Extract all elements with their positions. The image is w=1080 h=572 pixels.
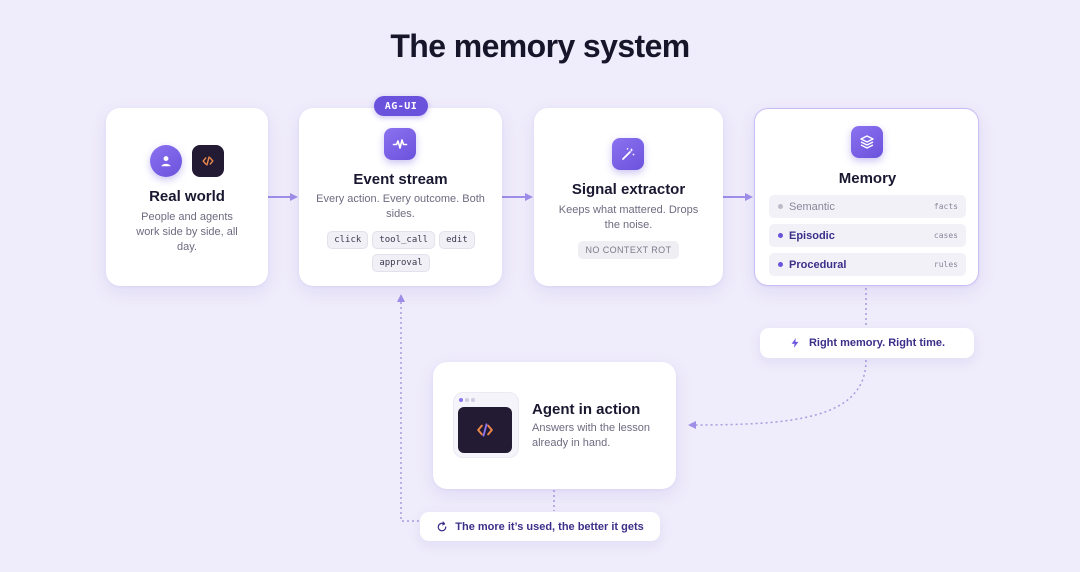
layers-icon: [851, 126, 883, 158]
event-chip: click: [327, 231, 369, 249]
event-chip: edit: [439, 231, 475, 249]
code-window-icon: [453, 392, 519, 458]
signal-extractor-title: Signal extractor: [571, 181, 686, 198]
memory-row-name: Procedural: [789, 258, 847, 271]
feedback-text: The more it’s used, the better it gets: [455, 520, 644, 533]
page-title: The memory system: [390, 28, 690, 64]
pulse-icon: [384, 128, 416, 160]
right-memory-text: Right memory. Right time.: [808, 337, 946, 349]
event-chip: approval: [372, 254, 430, 272]
memory-row-tag: cases: [933, 231, 958, 240]
memory-row-episodic: Episodic cases: [769, 224, 966, 247]
memory-row-tag: facts: [933, 202, 958, 211]
magic-wand-icon: [612, 138, 644, 170]
bullet-dot: [778, 233, 783, 238]
signal-extractor-description: Keeps what mattered. Drops the noise.: [558, 204, 699, 231]
no-context-rot-badge: NO CONTEXT ROT: [578, 241, 679, 259]
agent-in-action-card: Agent in action Answers with the lesson …: [433, 362, 676, 489]
memory-row-procedural: Procedural rules: [769, 253, 966, 276]
window-dot: [465, 398, 469, 402]
memory-title: Memory: [838, 170, 897, 187]
bullet-dot: [778, 262, 783, 267]
feedback-loop-pill: The more it’s used, the better it gets: [420, 512, 660, 541]
bullet-dot: [778, 204, 783, 209]
memory-row-semantic: Semantic facts: [769, 195, 966, 218]
dotted-feedback-to-event: [397, 294, 419, 522]
memory-row-name: Semantic: [789, 200, 835, 213]
real-world-card: Real world People and agents work side b…: [106, 108, 268, 286]
window-dot: [471, 398, 475, 402]
event-chip-list: click tool_call edit approval: [327, 231, 475, 272]
refresh-icon: [437, 521, 447, 531]
memory-row-name: Episodic: [789, 229, 835, 242]
agent-description: Answers with the lesson already in hand.: [532, 422, 650, 449]
signal-extractor-card: Signal extractor Keeps what mattered. Dr…: [534, 108, 723, 286]
terminal-icon: [458, 407, 512, 453]
event-stream-card: Event stream Every action. Every outcome…: [299, 108, 502, 286]
memory-card: Memory Semantic facts Episodic cases Pro…: [754, 108, 979, 286]
event-stream-title: Event stream: [353, 171, 448, 188]
dotted-pill-to-agent: [688, 359, 867, 429]
real-world-description: People and agents work side by side, all…: [136, 211, 238, 253]
user-icon: [150, 145, 182, 177]
ag-ui-badge: AG-UI: [374, 96, 428, 116]
event-stream-description: Every action. Every outcome. Both sides.: [316, 193, 485, 220]
code-icon: [192, 145, 224, 177]
agent-title: Agent in action: [532, 401, 641, 418]
right-memory-pill: Right memory. Right time.: [760, 328, 974, 358]
event-chip: tool_call: [372, 231, 436, 249]
window-dot: [459, 398, 463, 402]
lightning-icon: [791, 338, 799, 348]
real-world-title: Real world: [149, 188, 225, 205]
memory-row-tag: rules: [933, 260, 958, 269]
